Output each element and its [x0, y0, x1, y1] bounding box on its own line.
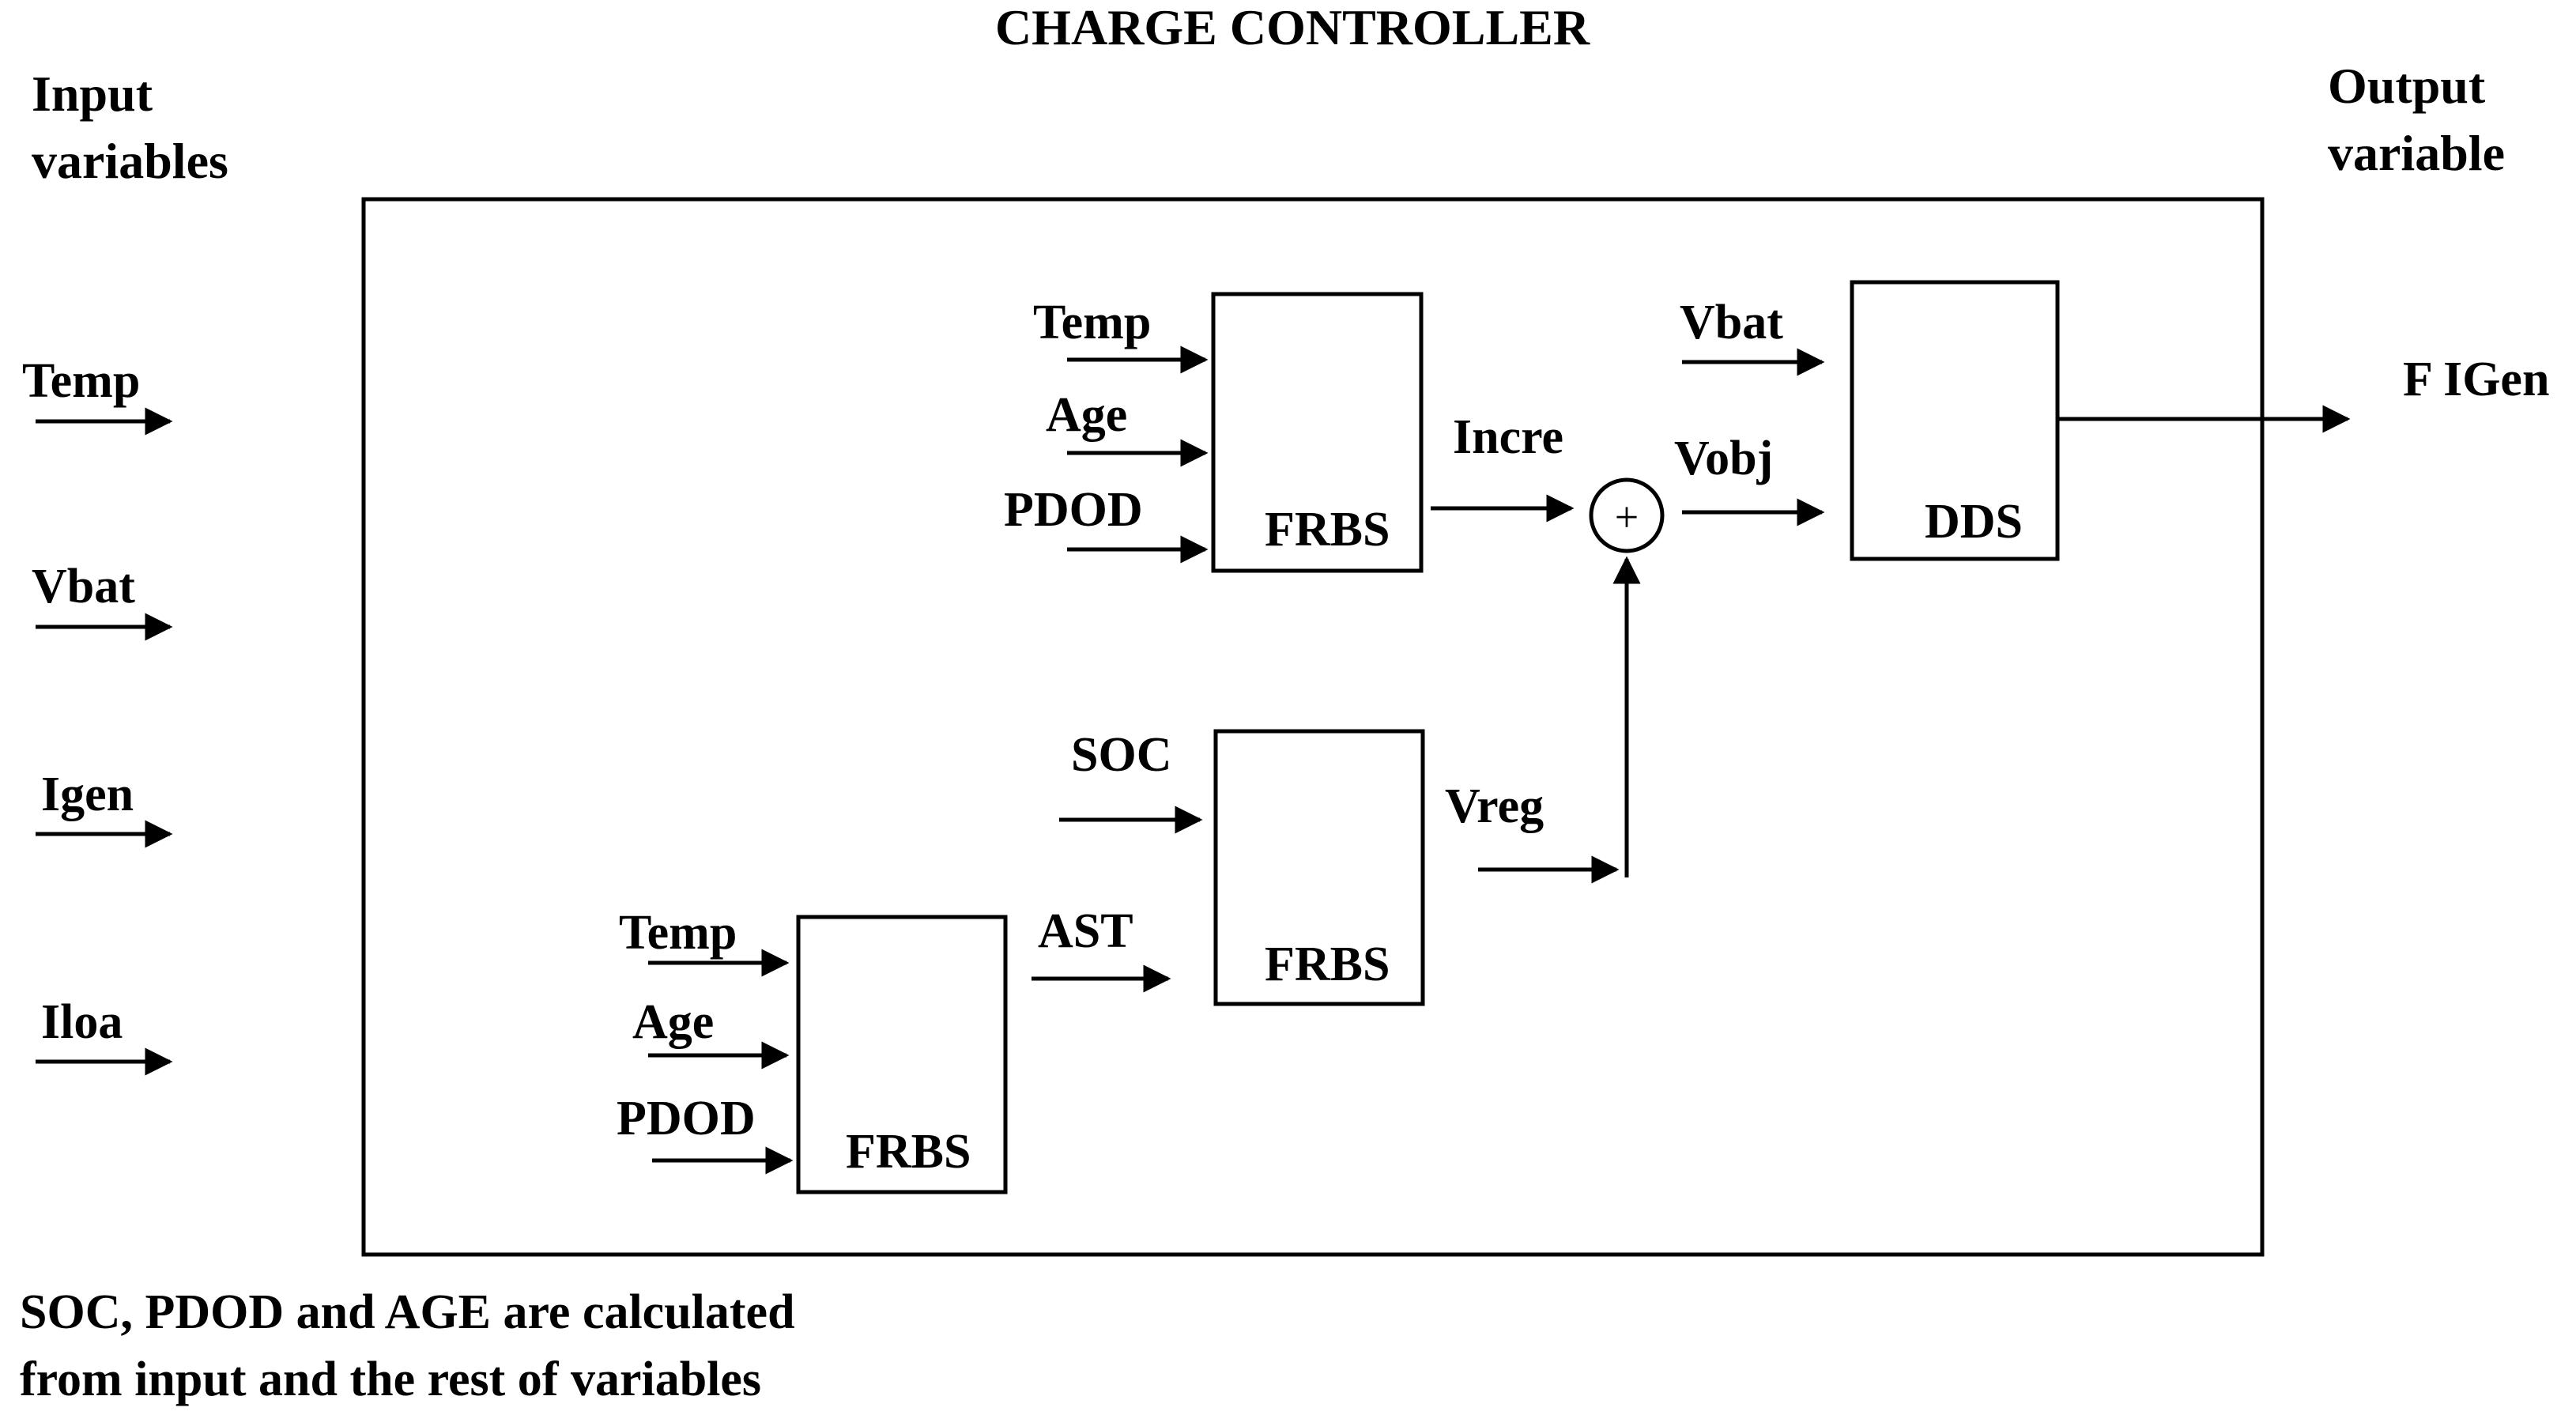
input-heading-line2: variables	[32, 133, 228, 189]
frbs-mid-block	[1213, 729, 1425, 1006]
frbs-low-input-age-label: Age	[632, 995, 714, 1049]
frbs-mid-name: FRBS	[1265, 938, 1390, 991]
footnote-line2: from input and the rest of variables	[20, 1353, 761, 1406]
frbs-mid-input-soc-label: SOC	[1071, 728, 1171, 782]
frbs-top-name: FRBS	[1265, 503, 1390, 557]
output-heading-line1: Output	[2328, 58, 2486, 114]
frbs-top-input-age-label: Age	[1046, 388, 1127, 442]
frbs-low-block	[796, 915, 1008, 1194]
frbs-low-input-temp-label: Temp	[619, 906, 737, 960]
input-igen-label: Igen	[41, 768, 134, 821]
dds-name: DDS	[1925, 495, 2023, 549]
frbs-mid-output-vreg-label: Vreg	[1445, 779, 1544, 833]
frbs-top-input-pdod-label: PDOD	[1004, 483, 1143, 537]
frbs-low-name: FRBS	[846, 1125, 971, 1179]
summing-junction	[1589, 477, 1665, 553]
input-iloa-label: Iloa	[41, 995, 123, 1049]
ast-label: AST	[1038, 904, 1133, 958]
controller-boundary	[361, 197, 2265, 1257]
input-temp-label: Temp	[22, 354, 140, 408]
input-heading-line1: Input	[32, 66, 153, 122]
output-label: F IGen	[2403, 353, 2549, 406]
summing-junction-symbol: +	[1615, 493, 1639, 541]
footnote-line1: SOC, PDOD and AGE are calculated	[20, 1285, 795, 1339]
dds-input-vobj-label: Vobj	[1674, 432, 1773, 485]
frbs-top-block	[1211, 292, 1424, 573]
diagram-title: CHARGE CONTROLLER	[995, 0, 1590, 55]
dds-input-vbat-label: Vbat	[1680, 296, 1783, 349]
frbs-top-input-temp-label: Temp	[1033, 296, 1151, 349]
input-vbat-label: Vbat	[32, 560, 135, 613]
output-heading-line2: variable	[2328, 125, 2505, 181]
frbs-top-output-incre-label: Incre	[1453, 410, 1563, 464]
frbs-low-input-pdod-label: PDOD	[617, 1092, 756, 1145]
